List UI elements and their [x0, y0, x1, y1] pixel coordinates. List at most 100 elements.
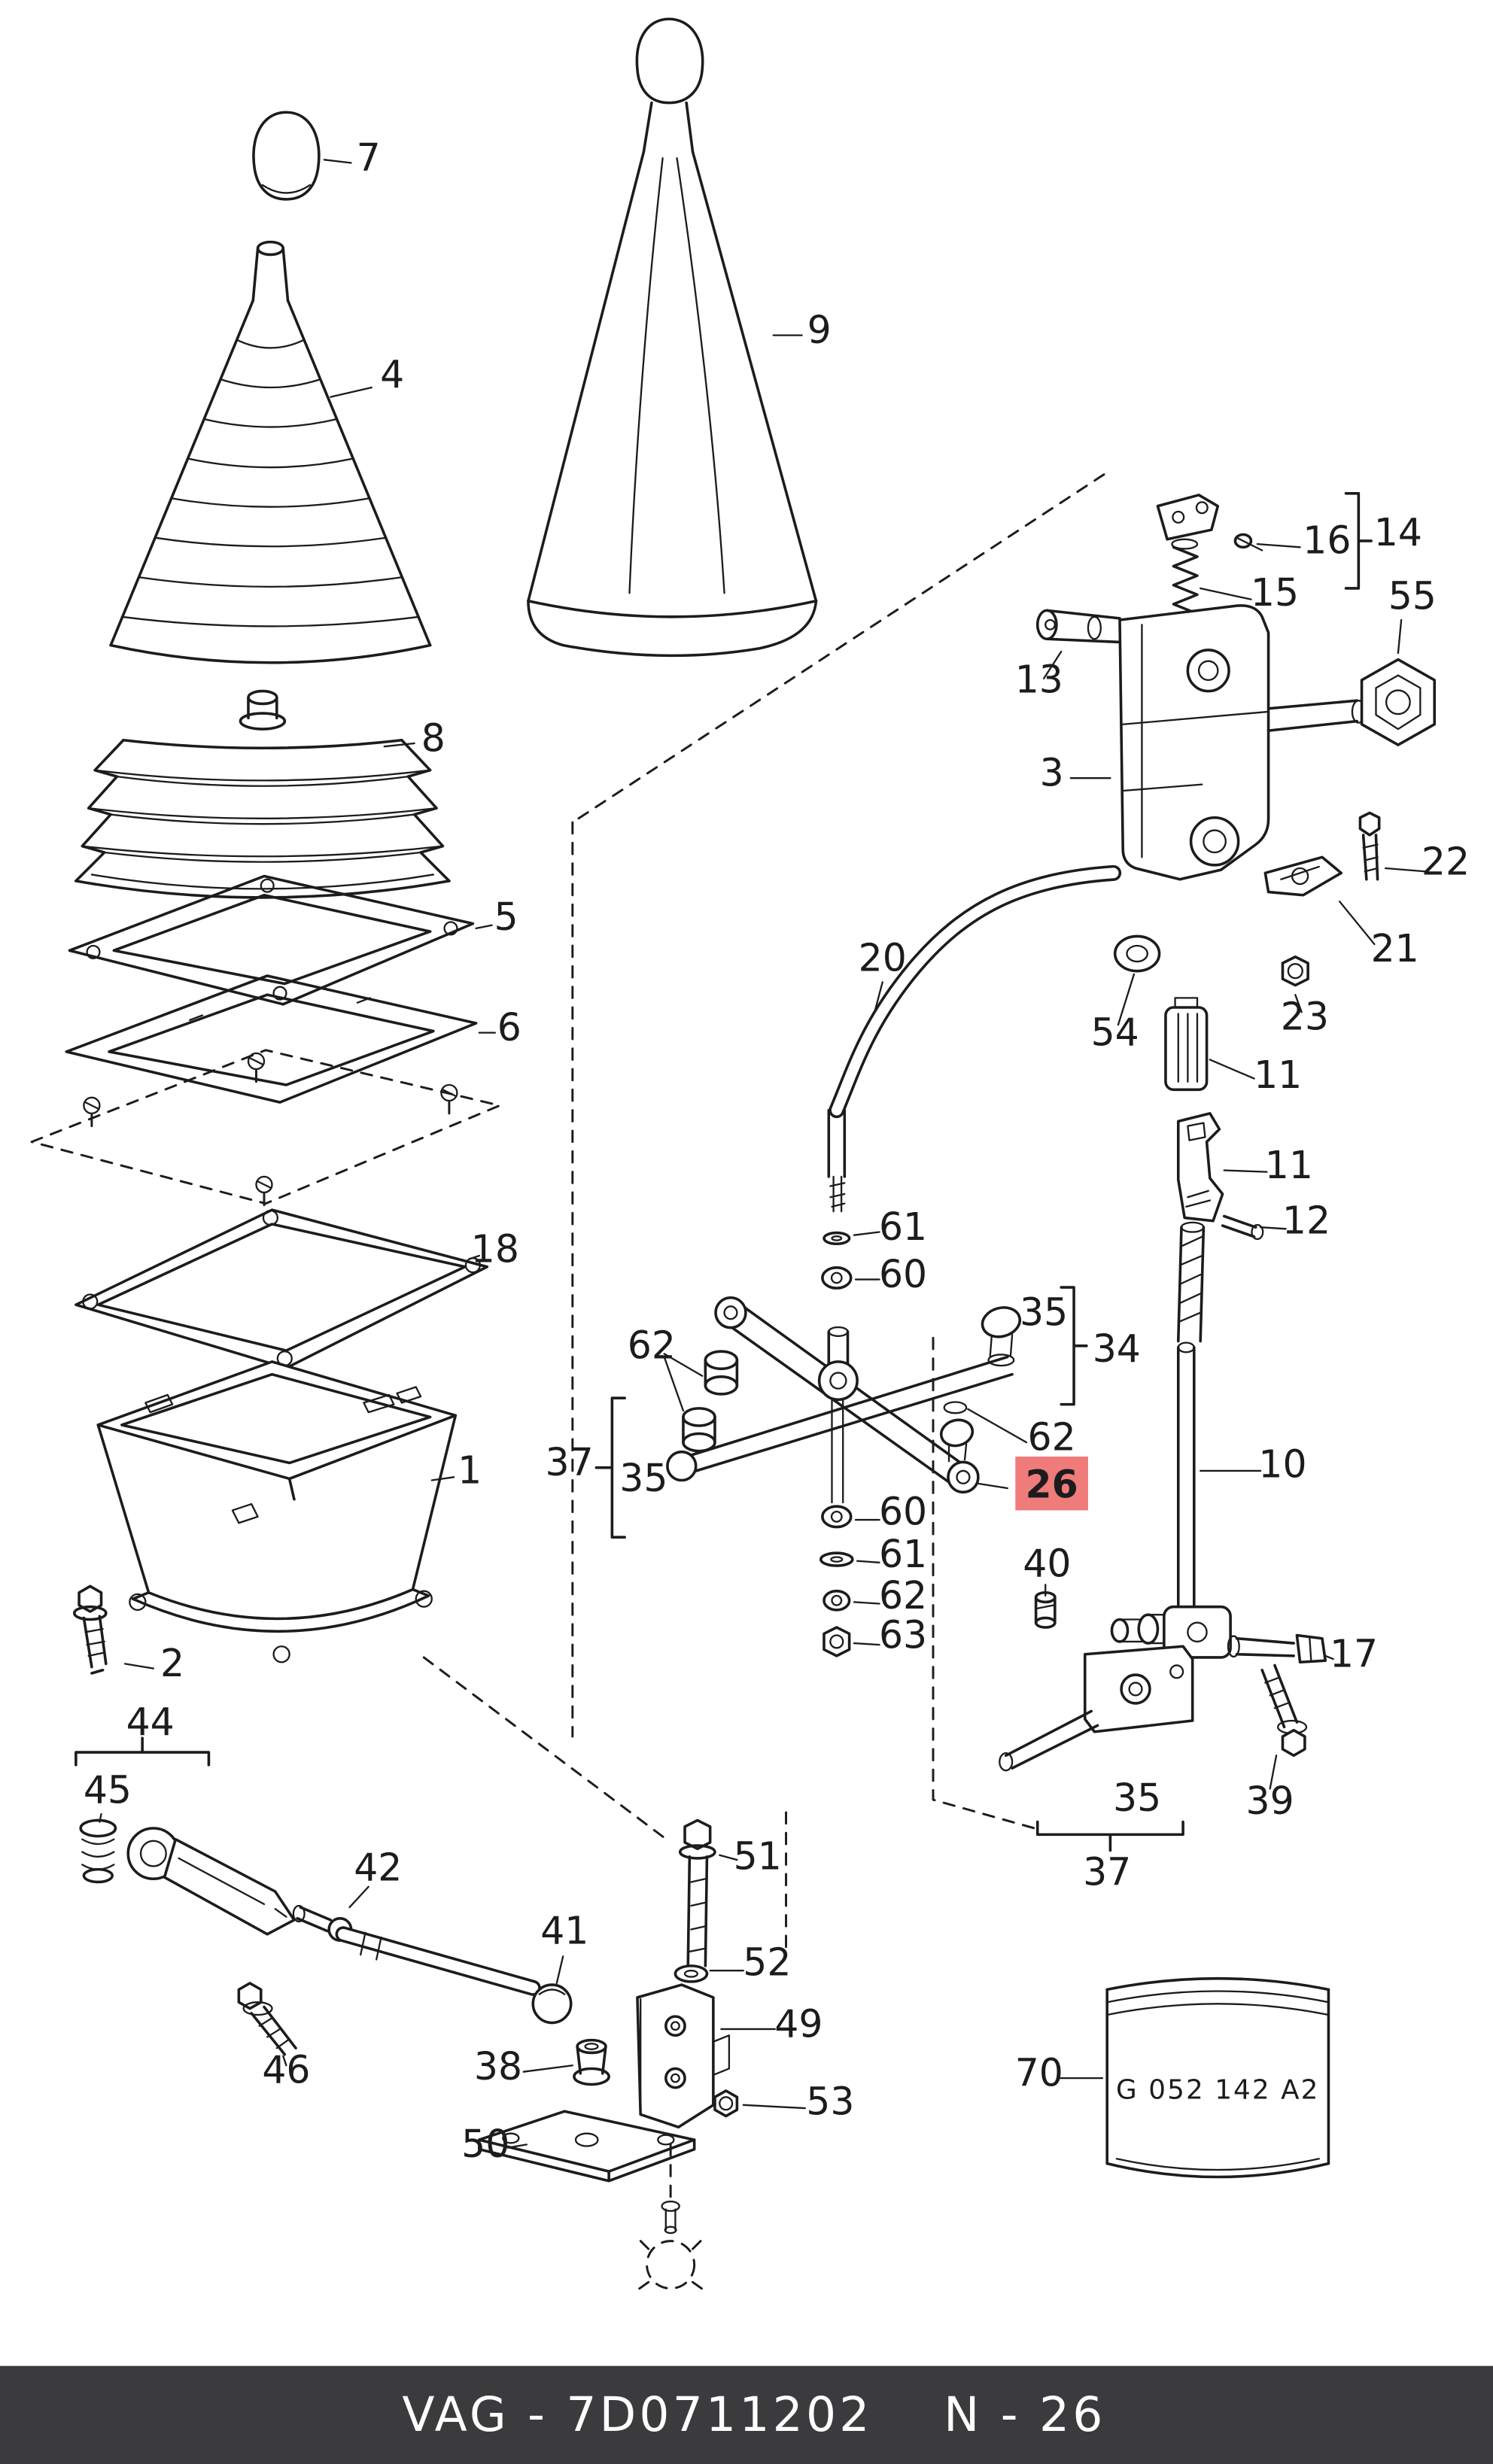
splat-mark-illustration — [636, 2143, 705, 2292]
part-callout-70: 70 — [1015, 2051, 1063, 2095]
bellows-8-illustration — [74, 689, 451, 899]
part-callout-9: 9 — [807, 308, 832, 352]
part-callout-14: 14 — [1374, 510, 1422, 554]
part-callout-16: 16 — [1303, 518, 1351, 563]
part-callout-11: 11 — [1265, 1143, 1313, 1187]
part-callout-39: 39 — [1246, 1779, 1294, 1823]
hatched-grip-illustration — [1176, 1221, 1206, 1343]
gasket-18-illustration — [74, 1208, 489, 1370]
part-callout-52: 52 — [743, 1940, 791, 1984]
part-callout-18: 18 — [471, 1226, 519, 1271]
part-callout-20: 20 — [859, 936, 907, 980]
part-callout-26-highlighted: 26 — [1026, 1463, 1078, 1507]
boot-9-illustration — [527, 17, 818, 658]
shift-rod-20-illustration — [827, 864, 1122, 1213]
screw-22-illustration — [1358, 811, 1381, 881]
part-callout-53: 53 — [806, 2079, 854, 2123]
part-callout-55: 55 — [1388, 573, 1437, 618]
group-brackets — [74, 492, 1373, 1852]
hex-sleeve-55-illustration — [1360, 658, 1437, 746]
washer-52-illustration — [674, 1964, 709, 1983]
part-callout-63: 63 — [879, 1612, 927, 1657]
construction-lines — [422, 473, 1105, 1953]
part-callout-7: 7 — [357, 135, 381, 180]
frame-5-illustration — [68, 874, 475, 1006]
clamp-14-illustration — [1156, 494, 1220, 541]
part-callout-41: 41 — [540, 1908, 588, 1952]
grommet-54-illustration — [1113, 934, 1161, 973]
grommet-38-illustration — [573, 2038, 610, 2086]
footer-background — [0, 2365, 1493, 2464]
part-callout-23: 23 — [1281, 994, 1329, 1038]
bearing-block-illustration — [999, 1645, 1194, 1772]
housing-1-illustration — [96, 1360, 458, 1663]
part-callout-37: 37 — [546, 1440, 594, 1484]
part-callout-44: 44 — [126, 1700, 175, 1744]
nut-53-illustration — [713, 2089, 739, 2118]
shift-knob-7-illustration — [252, 111, 321, 201]
part-callout-46: 46 — [262, 2047, 310, 2092]
frame-6-illustration — [65, 974, 478, 1104]
selector-rod-10-illustration — [1176, 1341, 1196, 1615]
part-callout-13: 13 — [1015, 658, 1063, 702]
part-callout-2: 2 — [160, 1641, 184, 1685]
block-11-illustration — [1164, 997, 1209, 1092]
bolt-17-illustration — [1227, 1633, 1327, 1664]
part-callout-34: 34 — [1093, 1326, 1141, 1371]
part-callout-15: 15 — [1251, 570, 1299, 615]
bracket-49-illustration — [636, 1983, 731, 2129]
part-callout-3: 3 — [1040, 751, 1064, 795]
boot-4-illustration — [109, 240, 432, 664]
part-callout-4: 4 — [380, 352, 404, 396]
relay-levers-illustration — [666, 1231, 1022, 1657]
part-callout-8: 8 — [421, 716, 445, 760]
bolt-40-illustration — [1034, 1591, 1057, 1629]
footer-page-ref: N - 26 — [944, 2387, 1105, 2442]
part-callout-5: 5 — [494, 895, 518, 939]
nut-23-illustration — [1281, 955, 1309, 987]
part-callout-21: 21 — [1371, 926, 1419, 971]
bolt-2-illustration — [72, 1584, 108, 1675]
part-callout-17: 17 — [1330, 1632, 1378, 1676]
part-callout-12: 12 — [1282, 1199, 1330, 1243]
part-callout-40: 40 — [1023, 1542, 1071, 1586]
elbow-joint-illustration — [1110, 1605, 1232, 1659]
lever-44-illustration — [126, 1827, 296, 1936]
part-callout-49: 49 — [774, 2001, 823, 2046]
part-callout-22: 22 — [1422, 839, 1470, 883]
part-callout-35: 35 — [1020, 1290, 1068, 1335]
highlight-box — [1015, 1456, 1088, 1511]
sleeve-part-code: G 052 142 A2 — [1116, 2074, 1319, 2105]
part-callout-60: 60 — [879, 1252, 927, 1296]
part-callout-54: 54 — [1091, 1010, 1139, 1054]
part-callout-35: 35 — [1113, 1776, 1161, 1820]
bolt-46-illustration — [237, 1982, 297, 2056]
clamp-21-illustration — [1263, 855, 1343, 897]
part-callout-62: 62 — [1028, 1415, 1076, 1460]
part-callout-62: 62 — [628, 1323, 676, 1368]
footer-part-number: VAG - 7D0711202 — [402, 2387, 872, 2442]
part-callout-42: 42 — [354, 1845, 402, 1889]
spring-15-illustration — [1171, 538, 1199, 623]
leader-lines — [99, 159, 1426, 2149]
bolt-51-illustration — [678, 1818, 716, 1967]
part-callout-38: 38 — [474, 2044, 522, 2089]
part-callout-35: 35 — [619, 1456, 667, 1500]
part-callout-51: 51 — [734, 1834, 782, 1879]
bracket-3-illustration — [1118, 604, 1366, 881]
part-callout-62: 62 — [879, 1573, 927, 1618]
screw-16-illustration — [1233, 533, 1263, 551]
plate-50-illustration — [478, 2110, 696, 2183]
part-callout-60: 60 — [879, 1489, 927, 1533]
part-callout-11: 11 — [1254, 1053, 1302, 1097]
part-callout-61: 61 — [879, 1532, 927, 1576]
dashed-frame-illustration — [30, 1049, 501, 1216]
part-callout-1: 1 — [458, 1448, 482, 1493]
pin-13-illustration — [1035, 609, 1121, 644]
part-callout-61: 61 — [879, 1205, 927, 1249]
sleeve-70-illustration: G 052 142 A2 — [1105, 1976, 1330, 2179]
rod-41-illustration — [335, 1926, 573, 2025]
lever-11-illustration — [1176, 1112, 1224, 1223]
